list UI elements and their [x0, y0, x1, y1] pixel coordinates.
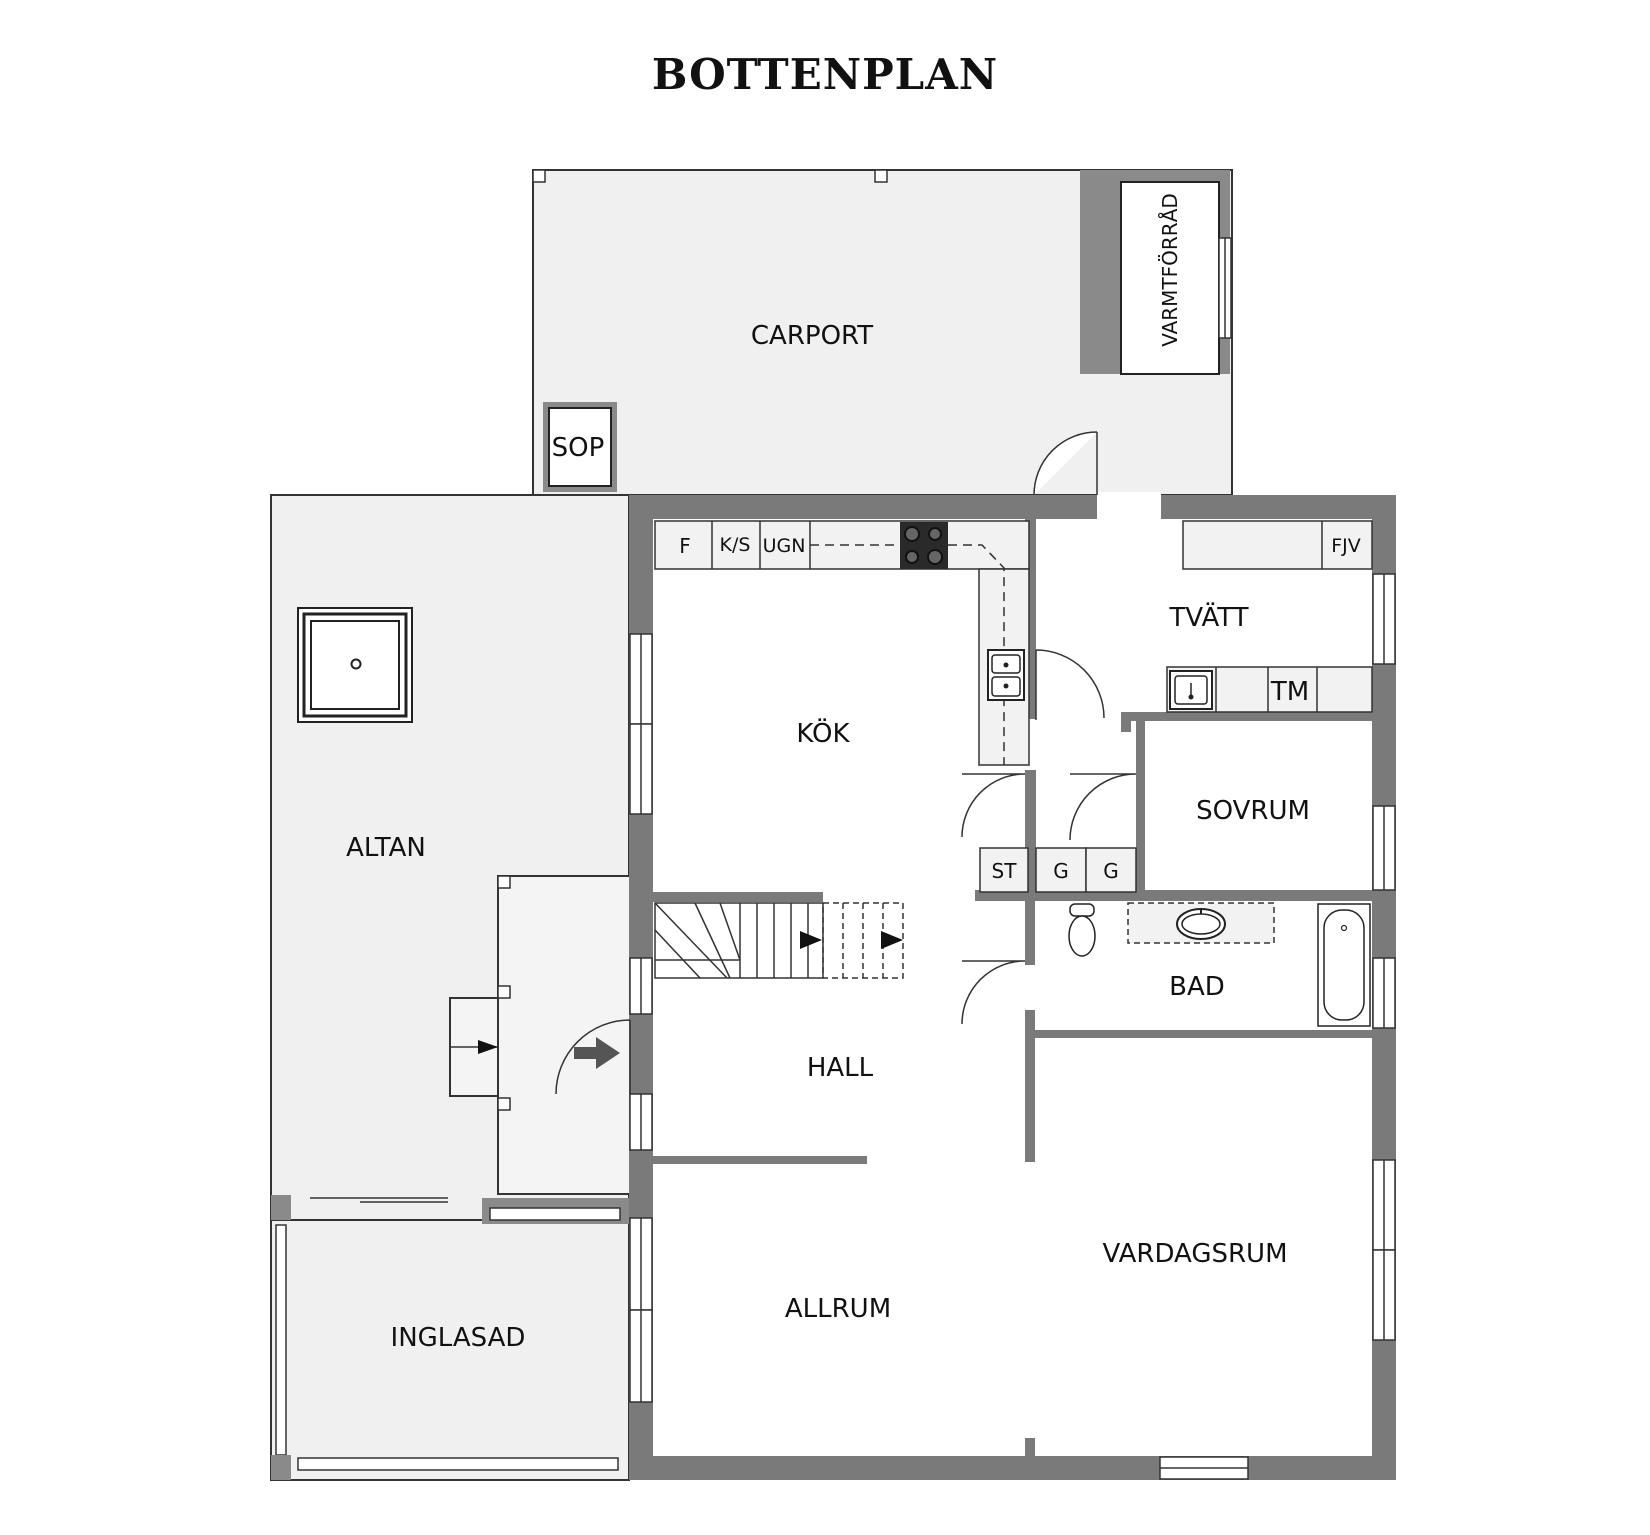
fixture-label-fjv: FJV — [1331, 535, 1361, 557]
fixture-label-ks: K/S — [720, 534, 751, 556]
fixture-labels: F K/S UGN FJV TM ST G G — [679, 534, 1361, 883]
room-label-sovrum: SOVRUM — [1196, 796, 1310, 826]
doors — [555, 431, 1137, 1095]
fixture-label-g2: G — [1103, 859, 1119, 883]
page-title: BOTTENPLAN — [651, 50, 999, 99]
stove-icon — [900, 522, 948, 569]
room-labels: CARPORT VARMTFÖRRÅD SOP ALTAN INGLASAD K… — [346, 193, 1310, 1353]
staircase — [654, 902, 904, 979]
room-label-varmtforrad: VARMTFÖRRÅD — [1158, 193, 1182, 347]
room-label-allrum: ALLRUM — [785, 1294, 891, 1324]
room-label-vardagsrum: VARDAGSRUM — [1102, 1239, 1287, 1269]
stair-arrow-upper-icon — [881, 931, 903, 949]
sop-bin[interactable] — [543, 402, 617, 492]
room-label-kok: KÖK — [796, 717, 850, 749]
room-label-tvatt: TVÄTT — [1168, 601, 1248, 633]
entry-step-arrow-icon — [478, 1040, 498, 1054]
kitchen-sink-icon — [987, 649, 1025, 701]
fixture-label-f: F — [679, 534, 691, 558]
bathtub-icon — [1317, 903, 1371, 1027]
laundry-sink-icon — [1169, 670, 1213, 710]
room-label-carport: CARPORT — [751, 321, 873, 351]
varmtforrad-structure — [1080, 170, 1232, 375]
inglasad-area[interactable] — [270, 1219, 630, 1481]
hot-tub-icon — [297, 607, 413, 723]
stair-arrow-icon — [800, 931, 822, 949]
room-label-altan: ALTAN — [346, 833, 426, 863]
toilet-icon — [1068, 903, 1096, 957]
fixture-label-ugn: UGN — [763, 535, 806, 557]
fixture-label-g1: G — [1053, 859, 1069, 883]
entrance-arrow-icon — [574, 1037, 620, 1069]
bathroom-vanity — [1127, 902, 1275, 944]
room-label-hall: HALL — [807, 1053, 874, 1083]
room-label-inglasad: INGLASAD — [391, 1323, 526, 1353]
room-label-sop: SOP — [552, 433, 605, 463]
entrance-porch — [449, 875, 631, 1195]
room-label-bad: BAD — [1169, 972, 1225, 1002]
fixture-label-tm: TM — [1270, 677, 1309, 707]
fixture-label-st: ST — [992, 859, 1018, 883]
interior-walls — [653, 519, 1372, 1456]
